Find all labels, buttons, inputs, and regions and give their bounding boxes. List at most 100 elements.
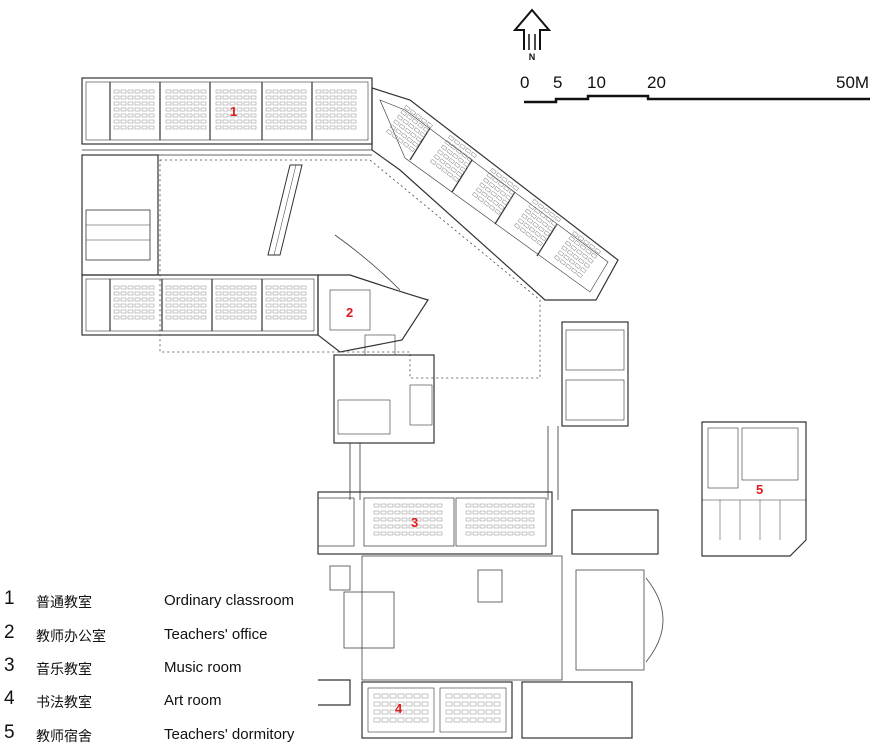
desk [127,125,134,130]
desk [486,510,493,515]
desk [456,171,463,178]
desk [477,693,485,699]
desk [193,95,200,100]
desk [193,309,200,314]
desk [523,222,530,229]
desk [134,291,141,296]
desk [521,213,528,220]
desk [444,139,451,146]
desk [565,263,572,270]
desk [236,119,243,124]
desk [528,503,535,508]
desk [461,693,469,699]
desk [394,503,401,508]
desk [465,503,472,508]
desk [453,139,461,146]
desk [500,531,507,536]
desk [528,517,535,522]
desk [387,524,394,529]
desk [222,303,229,308]
desk [200,95,207,100]
desk [172,107,179,112]
desk [526,217,534,224]
legend-number: 5 [4,722,15,743]
desk [243,113,250,118]
desk [413,701,421,707]
desk [421,709,429,715]
desk [148,125,155,130]
desk [514,524,521,529]
legend-number: 2 [4,622,15,643]
desk [134,95,141,100]
desk [577,235,585,242]
desk [421,717,429,723]
desk [141,101,148,106]
desk [398,123,406,130]
desk [243,315,250,320]
desk [141,285,148,290]
room-marker-4: 4 [395,701,403,716]
desk [186,119,193,124]
desk [200,285,207,290]
desk [477,717,485,723]
desk [479,510,486,515]
desk [493,709,501,715]
legend-label-zh: 书法教室 [36,695,92,711]
desk [186,95,193,100]
desk [329,107,336,112]
desk [494,186,501,193]
desk [445,701,453,707]
desk [250,107,257,112]
desk [492,199,499,206]
desk [286,315,293,320]
desk [265,119,272,124]
desk [445,709,453,715]
desk [134,89,141,94]
desk [461,152,468,159]
desk [588,243,596,250]
desk [243,285,250,290]
desk [179,89,186,94]
desk [413,693,421,699]
desk [541,221,549,228]
legend-item: 5 教师宿舍 Teachers' dormitory [4,722,334,752]
desk [148,285,155,290]
legend-item: 4 书法教室 Art room [4,688,334,718]
desk [186,309,193,314]
desk [534,208,541,215]
desk [461,717,469,723]
desk [397,717,405,723]
desk [373,524,380,529]
desk [134,113,141,118]
desk [574,262,581,269]
desk [222,297,229,302]
desk [452,153,459,160]
desk [127,309,134,314]
desk [517,218,525,225]
desk [120,95,127,100]
desk [229,107,236,112]
desk [186,291,193,296]
desk [322,101,329,106]
desk [293,89,300,94]
desk [236,315,243,320]
desk [464,147,472,154]
desk [540,235,547,242]
desk [479,182,486,189]
desk [250,119,257,124]
desk [415,524,422,529]
desk [494,208,501,215]
desk [448,157,455,164]
desk [200,303,207,308]
desk [420,117,428,124]
desk [439,158,446,165]
desk [590,252,598,259]
desk [505,194,512,201]
desk [421,701,429,707]
desk [578,258,585,265]
desk [215,89,222,94]
desk [186,107,193,112]
desk [193,89,200,94]
desk [215,107,222,112]
desk [236,297,243,302]
